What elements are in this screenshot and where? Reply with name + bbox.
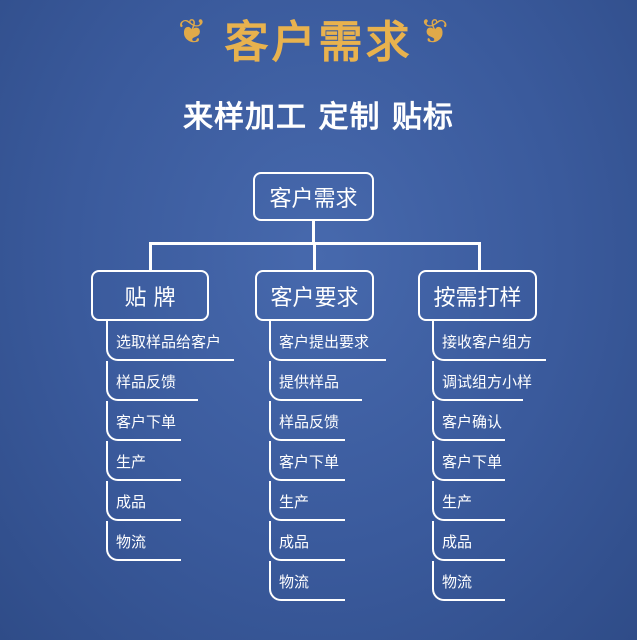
list-item: 样品反馈 bbox=[269, 401, 345, 441]
branch-node-sampling: 按需打样 bbox=[418, 270, 537, 321]
branch-node-customer-requirements: 客户要求 bbox=[255, 270, 374, 321]
list-item: 提供样品 bbox=[269, 361, 362, 401]
list-item: 生产 bbox=[269, 481, 345, 521]
branch-list-customer-requirements: 客户提出要求提供样品样品反馈客户下单生产成品物流 bbox=[269, 321, 386, 601]
connector bbox=[312, 220, 315, 244]
connector bbox=[313, 242, 316, 271]
branch-list-sampling: 接收客户组方调试组方小样客户确认客户下单生产成品物流 bbox=[432, 321, 546, 601]
list-item: 客户确认 bbox=[432, 401, 505, 441]
list-item: 物流 bbox=[106, 521, 181, 561]
list-item: 客户下单 bbox=[432, 441, 505, 481]
list-item: 客户下单 bbox=[269, 441, 345, 481]
list-item: 选取样品给客户 bbox=[106, 321, 234, 361]
list-item: 成品 bbox=[106, 481, 181, 521]
list-item: 样品反馈 bbox=[106, 361, 198, 401]
list-item: 物流 bbox=[269, 561, 345, 601]
branch-node-oem: 贴 牌 bbox=[91, 270, 209, 321]
list-item: 客户提出要求 bbox=[269, 321, 386, 361]
ornament-left-icon: ❦ bbox=[178, 12, 207, 52]
list-item: 成品 bbox=[269, 521, 345, 561]
root-node: 客户需求 bbox=[253, 172, 374, 221]
page-subtitle: 来样加工 定制 贴标 bbox=[183, 100, 454, 135]
connector bbox=[149, 242, 152, 271]
list-item: 生产 bbox=[106, 441, 181, 481]
list-item: 成品 bbox=[432, 521, 505, 561]
list-item: 物流 bbox=[432, 561, 505, 601]
connector bbox=[478, 242, 481, 271]
page-title: 客户需求 bbox=[224, 17, 413, 68]
list-item: 客户下单 bbox=[106, 401, 181, 441]
branch-list-oem: 选取样品给客户样品反馈客户下单生产成品物流 bbox=[106, 321, 234, 561]
list-item: 接收客户组方 bbox=[432, 321, 546, 361]
list-item: 调试组方小样 bbox=[432, 361, 532, 401]
list-item: 生产 bbox=[432, 481, 505, 521]
